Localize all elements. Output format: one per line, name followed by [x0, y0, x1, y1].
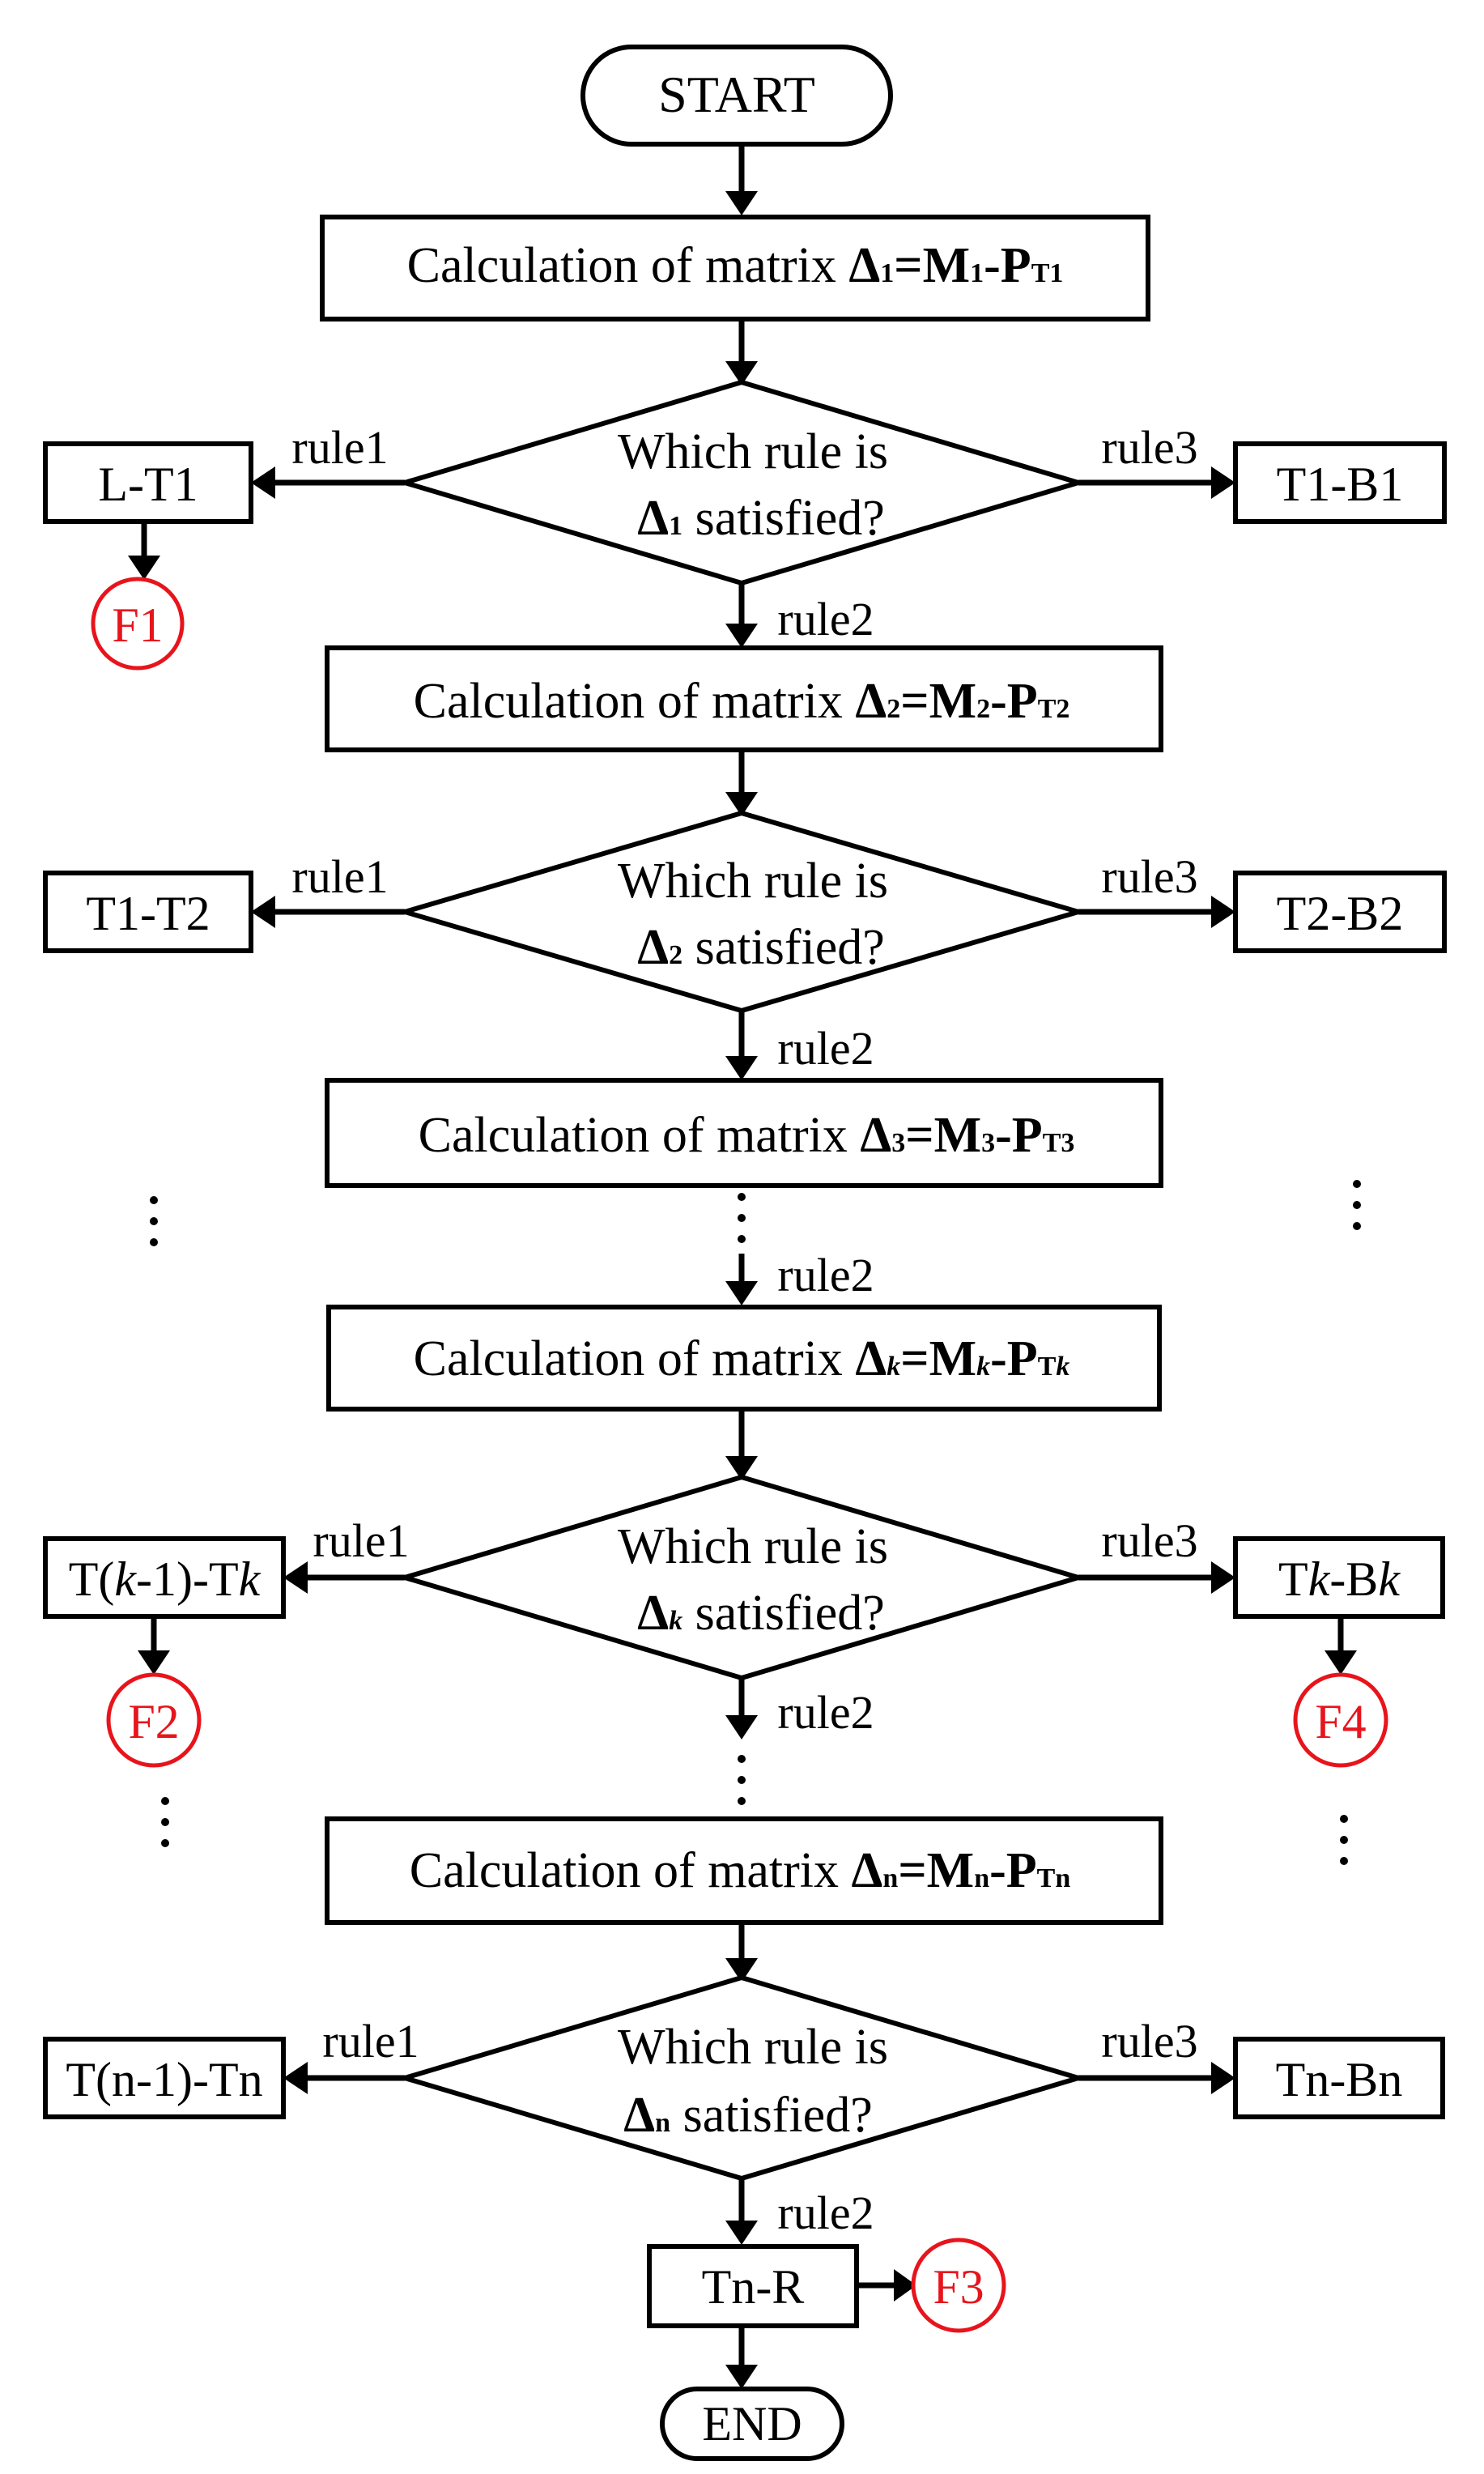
rule2-label-n: rule2 [777, 2187, 874, 2239]
rule3-label-2: rule3 [1101, 850, 1197, 903]
calc-box-n[interactable] [325, 1816, 1163, 1925]
rule2-label-1: rule2 [777, 593, 874, 645]
left-box-n[interactable] [43, 2037, 286, 2119]
right-box-label-1: T1-B1 [1277, 458, 1404, 511]
rule3-label-n: rule3 [1101, 2015, 1197, 2067]
left-box-label-k: T(k-1)-Tk [69, 1552, 262, 1606]
calc-text-2: Calculation of matrix Δ2=M2-PT2 [414, 674, 1070, 729]
decision-line1-n: Which rule is [618, 2020, 888, 2075]
right-box-2[interactable] [1233, 871, 1447, 953]
decision-diamond-k[interactable] [396, 1474, 1087, 1681]
left-box-k[interactable] [43, 1536, 286, 1619]
ellipsis-right-2 [1340, 1815, 1348, 1865]
decision-line1-k: Which rule is [618, 1519, 888, 1574]
ellipsis-left-2 [161, 1797, 169, 1847]
left-box-label-2: T1-T2 [86, 887, 210, 940]
rule1-label-n: rule1 [322, 2015, 419, 2067]
calc-box-k[interactable] [326, 1305, 1162, 1412]
decision-line1-2: Which rule is [618, 854, 888, 909]
ellipsis-left-1 [150, 1196, 158, 1246]
right-box-n[interactable] [1233, 2037, 1445, 2119]
tn-r-box[interactable] [647, 2244, 859, 2328]
decision-diamond-2[interactable] [396, 810, 1087, 1014]
start-label: START [658, 66, 815, 123]
f2-connector[interactable] [106, 1672, 202, 1768]
calc-text-n: Calculation of matrix Δn=Mn-PTn [410, 1843, 1071, 1898]
rule3-label-k: rule3 [1101, 1514, 1197, 1567]
rule3-label-1: rule3 [1101, 421, 1197, 474]
left-box-2[interactable] [43, 871, 253, 953]
rule2-label-k: rule2 [777, 1686, 874, 1739]
start-terminal[interactable] [580, 45, 893, 147]
decision-line2-1: Δ1 satisfied? [637, 491, 885, 546]
left-box-label-1: L-T1 [98, 458, 198, 511]
rule1-label-1: rule1 [291, 421, 388, 474]
decision-diamond-n[interactable] [396, 1974, 1087, 2182]
decision-line2-k: Δk satisfied? [637, 1586, 885, 1641]
rule1-label-2: rule1 [291, 850, 388, 903]
left-box-label-n: T(n-1)-Tn [66, 2053, 262, 2106]
ellipsis-right-1 [1353, 1180, 1361, 1230]
right-box-label-k: Tk-Bk [1278, 1552, 1401, 1606]
decision-line2-2: Δ2 satisfied? [637, 920, 885, 975]
calc-box-1[interactable] [320, 215, 1150, 321]
calc-text-3: Calculation of matrix Δ3=M3-PT3 [419, 1108, 1075, 1163]
decision-diamond-1[interactable] [396, 379, 1087, 586]
right-box-1[interactable] [1233, 441, 1447, 524]
rule2-label-2: rule2 [777, 1022, 874, 1075]
right-box-label-2: T2-B2 [1277, 887, 1404, 940]
f4-label: F4 [1315, 1695, 1366, 1748]
calc-box-3[interactable] [325, 1078, 1163, 1188]
ellipsis-center-1 [738, 1193, 746, 1243]
tn-r-label: Tn-R [702, 2260, 805, 2314]
calc-text-k: Calculation of matrix Δk=Mk-PTk [414, 1331, 1070, 1386]
left-box-1[interactable] [43, 441, 253, 524]
f3-connector[interactable] [911, 2238, 1006, 2333]
f1-connector[interactable] [91, 577, 185, 671]
ellipsis-center-2 [738, 1755, 746, 1805]
calc-text-1: Calculation of matrix Δ1=M1-PT1 [407, 238, 1064, 293]
f4-connector[interactable] [1293, 1672, 1388, 1768]
end-label: END [702, 2397, 802, 2451]
end-terminal[interactable] [660, 2387, 844, 2461]
rule2-label-3: rule2 [777, 1249, 874, 1301]
right-box-k[interactable] [1233, 1536, 1445, 1619]
f1-label: F1 [112, 598, 163, 652]
decision-line2-n: Δn satisfied? [623, 2088, 872, 2143]
f3-label: F3 [933, 2260, 984, 2314]
right-box-label-n: Tn-Bn [1276, 2053, 1403, 2106]
decision-line1-1: Which rule is [618, 424, 888, 479]
rule1-label-k: rule1 [313, 1514, 409, 1567]
f2-label: F2 [128, 1695, 179, 1748]
